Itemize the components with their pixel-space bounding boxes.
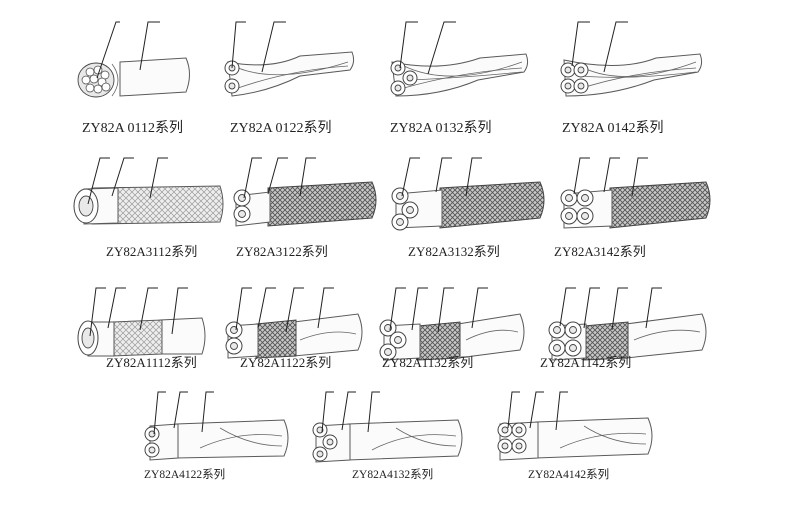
cable-illustration — [312, 391, 463, 463]
cable-label: ZY82A4142系列 — [528, 467, 609, 481]
cable-label: ZY82A3132系列 — [408, 244, 500, 259]
cable-item-4142: ZY82A4142系列 — [497, 391, 653, 481]
cable-illustration — [379, 287, 525, 361]
cable-label: ZY82A1122系列 — [240, 355, 331, 370]
cable-label: ZY82A1142系列 — [540, 355, 631, 370]
cable-label: ZY82A 0142系列 — [562, 120, 664, 136]
cable-illustration — [560, 21, 703, 97]
cable-item-1132: ZY82A1132系列 — [379, 287, 525, 370]
cable-label: ZY82A4122系列 — [144, 467, 225, 481]
cable-label: ZY82A 0132系列 — [390, 120, 492, 136]
cable-illustration — [225, 287, 363, 359]
cable-label: ZY82A1112系列 — [106, 355, 197, 370]
cable-illustration — [224, 21, 355, 97]
cable-item-1122: ZY82A1122系列 — [225, 287, 363, 370]
cable-label: ZY82A4132系列 — [352, 467, 433, 481]
cable-illustration — [77, 287, 206, 357]
cable-item-4122: ZY82A4122系列 — [144, 391, 289, 481]
cable-item-4132: ZY82A4132系列 — [312, 391, 463, 481]
cable-item-3132: ZY82A3132系列 — [391, 157, 545, 259]
cable-label: ZY82A3142系列 — [554, 244, 646, 259]
cable-illustration — [548, 287, 707, 361]
cable-illustration — [73, 157, 224, 225]
cable-item-3142: ZY82A3142系列 — [554, 157, 711, 259]
cable-item-0112: ZY82A 0112系列 — [77, 21, 190, 136]
cable-item-1142: ZY82A1142系列 — [540, 287, 707, 370]
cable-label: ZY82A3112系列 — [106, 244, 197, 259]
cable-illustration — [233, 157, 377, 227]
cable-label: ZY82A3122系列 — [236, 244, 328, 259]
cable-item-3112: ZY82A3112系列 — [73, 157, 224, 259]
cable-illustration — [390, 21, 529, 97]
cable-illustration — [77, 21, 190, 98]
cable-illustration — [391, 157, 545, 231]
cable-item-0122: ZY82A 0122系列 — [224, 21, 355, 136]
cable-illustration — [144, 391, 289, 461]
cable-illustration — [497, 391, 653, 461]
cable-label: ZY82A1132系列 — [382, 355, 473, 370]
cable-item-3122: ZY82A3122系列 — [233, 157, 377, 259]
cable-item-0142: ZY82A 0142系列 — [560, 21, 703, 136]
cable-item-1112: ZY82A1112系列 — [77, 287, 206, 370]
cable-illustration — [560, 157, 711, 229]
cable-label: ZY82A 0122系列 — [230, 120, 332, 136]
cable-item-0132: ZY82A 0132系列 — [390, 21, 529, 136]
cable-label: ZY82A 0112系列 — [82, 120, 183, 136]
